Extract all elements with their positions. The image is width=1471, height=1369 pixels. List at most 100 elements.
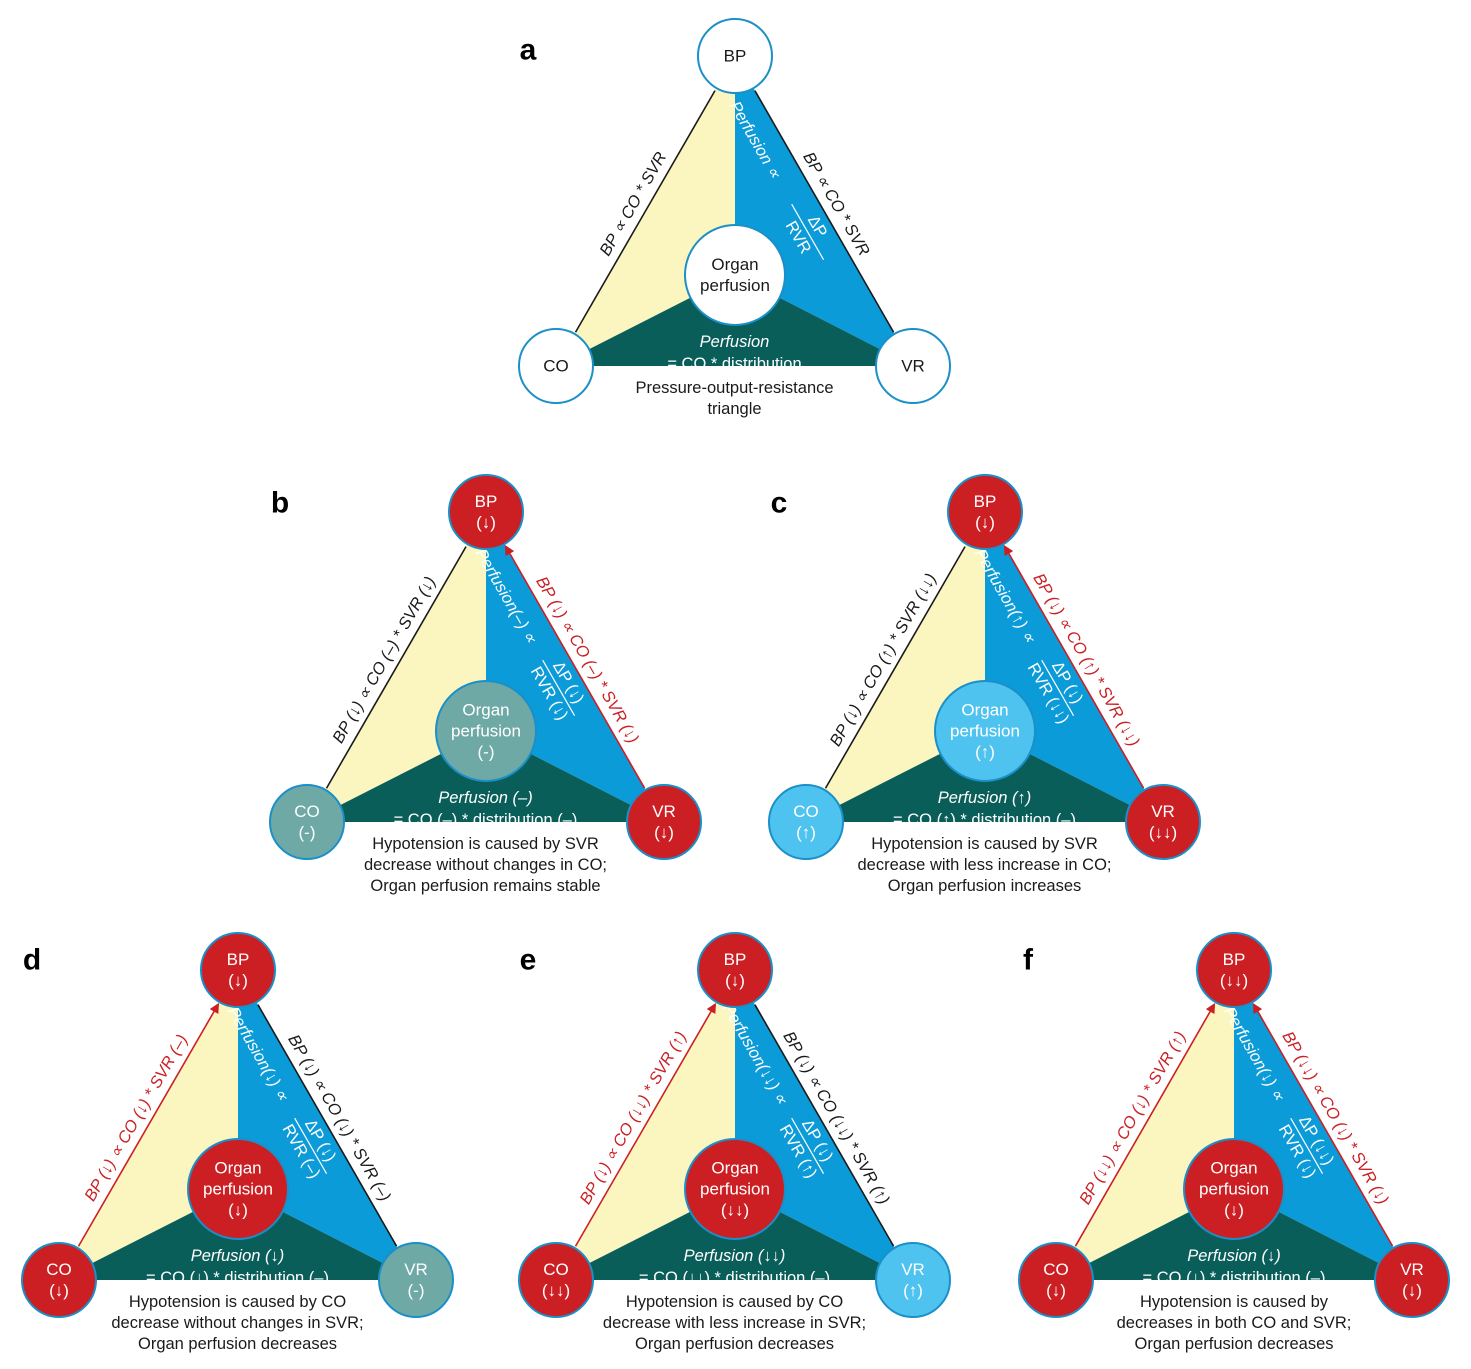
co-node-label-line-1: CO: [793, 802, 819, 821]
organ-node-label-line-1: Organ: [462, 701, 509, 720]
organ-node-label-line-2: perfusion: [700, 276, 770, 295]
vr-node-label-line-2: (↓): [654, 823, 674, 842]
organ-node-label-line-3: (↑): [975, 743, 995, 762]
right-edge-line: [1003, 544, 1145, 789]
fraction-bar: [294, 1117, 328, 1175]
caption-line-1: Hypotension is caused by CO: [129, 1293, 347, 1311]
panel-label: f: [1023, 944, 1034, 977]
fraction-bar: [791, 1117, 825, 1175]
co-node-circle: [269, 784, 345, 860]
caption-line-3: Organ perfusion decreases: [1134, 1335, 1333, 1353]
panel-label: d: [23, 944, 41, 977]
panel-label: b: [271, 487, 289, 520]
bp-node-circle: [200, 932, 276, 1008]
fraction-bar: [1290, 1117, 1324, 1175]
panel-e: BP (↓) ∝ CO (↓↓) * SVR (↑)BP (↓) ∝ CO (↓…: [518, 932, 951, 1353]
co-node-label-line-2: (↓): [49, 1281, 69, 1300]
bottom-perfusion-formula-line-1: Perfusion (↓): [1187, 1247, 1281, 1265]
bp-node-label-line-1: BP: [974, 492, 997, 511]
caption-line-2: decrease without changes in CO;: [364, 856, 607, 874]
vr-node-label-line-1: VR: [652, 802, 676, 821]
co-node-label: CO: [543, 357, 569, 376]
bp-node-label-line-2: (↓): [725, 971, 745, 990]
bottom-perfusion-formula-line-2: = CO (↓) * distribution (–): [1143, 1269, 1326, 1287]
vr-node-label-line-2: (-): [408, 1281, 425, 1300]
caption-line-1: Hypotension is caused by SVR: [372, 835, 599, 853]
bp-node-circle: [697, 18, 773, 94]
co-node-circle: [1018, 1242, 1094, 1318]
vr-node-circle: [1374, 1242, 1450, 1318]
panel-label: c: [771, 487, 788, 520]
organ-node-label-line-3: (-): [478, 743, 495, 762]
caption-line-3: Organ perfusion decreases: [635, 1335, 834, 1353]
vr-node-label-line-2: (↓): [1402, 1281, 1422, 1300]
fraction-bar: [791, 203, 825, 261]
bp-node-label-line-1: BP: [475, 492, 498, 511]
co-node-label-line-2: (↑): [796, 823, 816, 842]
bp-node-label-line-1: BP: [227, 950, 250, 969]
bp-node-label-line-2: (↓): [228, 971, 248, 990]
organ-node-label-line-1: Organ: [961, 701, 1008, 720]
bp-node-label-line-1: BP: [1223, 950, 1246, 969]
organ-node-circle: [684, 1138, 786, 1240]
bp-node-circle: [947, 474, 1023, 550]
left-edge-line: [574, 1002, 716, 1247]
organ-node-label-line-1: Organ: [214, 1159, 261, 1178]
caption-line-3: Organ perfusion remains stable: [370, 877, 600, 895]
panel-b: BP (↓) ∝ CO (–) * SVR (↓)BP (↓) ∝ CO (–)…: [269, 474, 702, 895]
vr-node-label-line-1: VR: [901, 1260, 925, 1279]
bp-node-circle: [697, 932, 773, 1008]
vr-node-label-line-2: (↑): [903, 1281, 923, 1300]
right-edge-line: [257, 1004, 398, 1247]
organ-node-circle: [435, 680, 537, 782]
right-edge-line: [504, 544, 646, 789]
organ-node-label-line-2: perfusion: [950, 722, 1020, 741]
co-node-circle: [768, 784, 844, 860]
caption-line-1: Hypotension is caused by: [1140, 1293, 1329, 1311]
panel-label: a: [520, 34, 537, 67]
organ-node-circle: [1183, 1138, 1285, 1240]
vr-node-label-line-1: VR: [404, 1260, 428, 1279]
panel-label: e: [520, 944, 537, 977]
vr-node-circle: [626, 784, 702, 860]
organ-node-label-line-2: perfusion: [451, 722, 521, 741]
co-node-label-line-1: CO: [294, 802, 320, 821]
organ-node-circle: [187, 1138, 289, 1240]
organ-node-circle: [934, 680, 1036, 782]
vr-node-label-line-1: VR: [1400, 1260, 1424, 1279]
vr-node-label-line-2: (↓↓): [1149, 823, 1177, 842]
right-edge-line: [1252, 1002, 1394, 1247]
bp-node-label-line-2: (↓): [975, 513, 995, 532]
bottom-perfusion-formula-line-2: = CO (↓) * distribution (–): [146, 1269, 329, 1287]
bp-node-label-line-2: (↓): [476, 513, 496, 532]
bottom-perfusion-formula-line-2: = CO (↑) * distribution (–): [893, 811, 1076, 829]
caption-line-3: Organ perfusion increases: [888, 877, 1082, 895]
panel-d: BP (↓) ∝ CO (↓) * SVR (–)BP (↓) ∝ CO (↓)…: [21, 932, 454, 1353]
organ-node-label-line-2: perfusion: [1199, 1180, 1269, 1199]
right-edge-line: [754, 90, 895, 333]
right-edge-line: [754, 1004, 895, 1247]
panel-f: BP (↓↓) ∝ CO (↓) * SVR (↑)BP (↓↓) ∝ CO (…: [1018, 932, 1450, 1353]
bottom-perfusion-formula-line-1: Perfusion (–): [438, 789, 532, 807]
left-edge-line: [574, 90, 716, 333]
bottom-perfusion-formula-line-2: = CO (↓↓) * distribution (–): [639, 1269, 830, 1287]
vr-node-circle: [875, 328, 951, 404]
caption-line-2: triangle: [707, 400, 761, 418]
fraction-bar: [542, 659, 576, 717]
caption-line-2: decrease with less increase in CO;: [857, 856, 1111, 874]
vr-node-label-line-1: VR: [1151, 802, 1175, 821]
organ-node-label-line-3: (↓↓): [721, 1201, 749, 1220]
organ-node-label-line-3: (↓): [228, 1201, 248, 1220]
bottom-perfusion-formula-line-2: = CO * distribution: [667, 355, 801, 373]
co-node-label-line-1: CO: [1043, 1260, 1069, 1279]
bottom-perfusion-formula-line-2: = CO (–) * distribution (–): [394, 811, 578, 829]
caption-line-1: Hypotension is caused by CO: [626, 1293, 844, 1311]
organ-node-circle: [684, 224, 786, 326]
co-node-circle: [518, 1242, 594, 1318]
bp-node-label-line-2: (↓↓): [1220, 971, 1248, 990]
co-node-label-line-2: (-): [299, 823, 316, 842]
vr-node-circle: [378, 1242, 454, 1318]
organ-node-label-line-1: Organ: [1210, 1159, 1257, 1178]
